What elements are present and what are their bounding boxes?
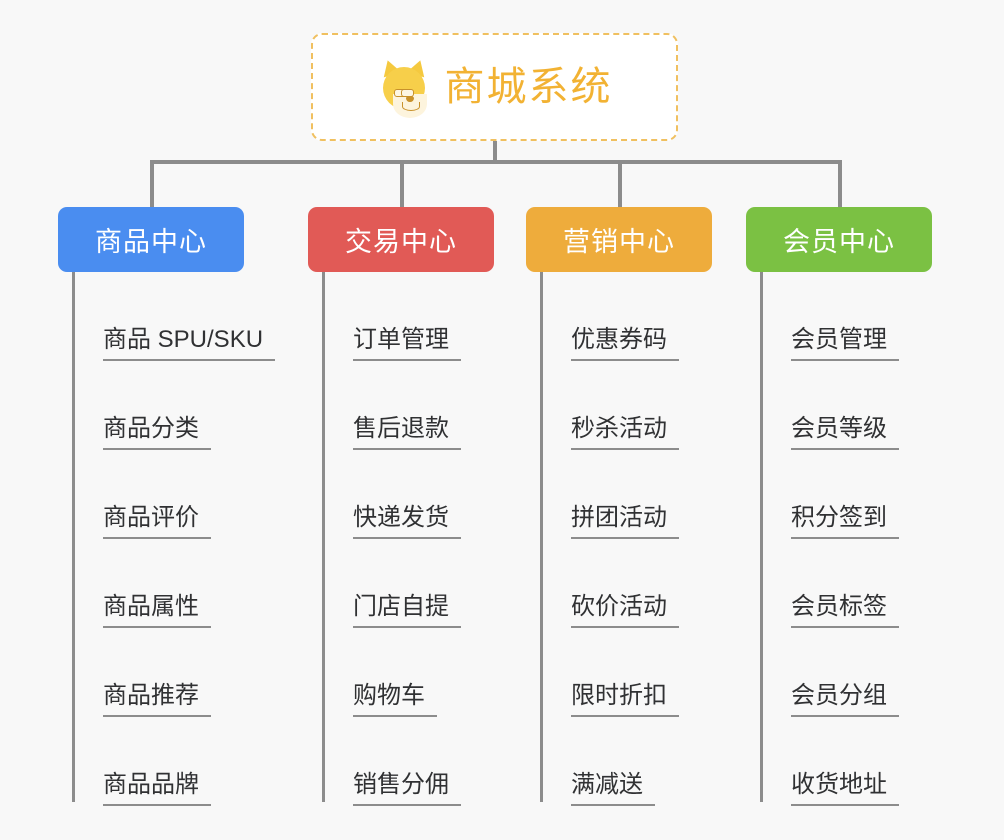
list-item[interactable]: 商品评价 bbox=[58, 450, 244, 539]
leaf-list-trade: 订单管理 售后退款 快递发货 门店自提 购物车 销售分佣 bbox=[308, 272, 494, 806]
branch-header-label: 营销中心 bbox=[563, 227, 675, 257]
list-item[interactable]: 商品 SPU/SKU bbox=[58, 272, 276, 361]
list-item[interactable]: 会员等级 bbox=[746, 361, 932, 450]
leaf-label: 优惠券码 bbox=[571, 326, 679, 361]
shiba-dog-icon bbox=[377, 57, 431, 118]
list-item[interactable]: 拼团活动 bbox=[526, 450, 712, 539]
branch-trunk bbox=[760, 272, 763, 802]
connector-horizontal-bus bbox=[150, 160, 842, 164]
leaf-label: 商品 SPU/SKU bbox=[103, 326, 276, 361]
branch-trunk bbox=[322, 272, 325, 802]
list-item[interactable]: 快递发货 bbox=[308, 450, 494, 539]
leaf-list-member: 会员管理 会员等级 积分签到 会员标签 会员分组 收货地址 bbox=[746, 272, 932, 806]
leaf-list-product: 商品 SPU/SKU 商品分类 商品评价 商品属性 商品推荐 商品品牌 bbox=[58, 272, 276, 806]
leaf-label: 秒杀活动 bbox=[571, 415, 679, 450]
leaf-label: 满减送 bbox=[571, 771, 655, 806]
list-item[interactable]: 销售分佣 bbox=[308, 717, 494, 806]
list-item[interactable]: 收货地址 bbox=[746, 717, 932, 806]
connector-drop-4 bbox=[838, 160, 842, 208]
leaf-label: 购物车 bbox=[353, 682, 437, 717]
leaf-label: 会员等级 bbox=[791, 415, 899, 450]
branch-trunk bbox=[72, 272, 75, 802]
leaf-label: 商品属性 bbox=[103, 593, 211, 628]
root-node[interactable]: 商城系统 bbox=[311, 33, 678, 141]
connector-root-stub bbox=[493, 141, 497, 164]
leaf-label: 商品分类 bbox=[103, 415, 211, 450]
list-item[interactable]: 商品品牌 bbox=[58, 717, 244, 806]
list-item[interactable]: 砍价活动 bbox=[526, 539, 712, 628]
branch-column-product: 商品中心 商品 SPU/SKU 商品分类 商品评价 商品属性 商品推荐 商品品牌 bbox=[58, 207, 276, 806]
leaf-label: 收货地址 bbox=[791, 771, 899, 806]
list-item[interactable]: 售后退款 bbox=[308, 361, 494, 450]
branch-column-marketing: 营销中心 优惠券码 秒杀活动 拼团活动 砍价活动 限时折扣 满减送 bbox=[526, 207, 712, 806]
leaf-label: 会员管理 bbox=[791, 326, 899, 361]
leaf-label: 拼团活动 bbox=[571, 504, 679, 539]
branch-header-marketing[interactable]: 营销中心 bbox=[526, 207, 712, 272]
connector-drop-3 bbox=[618, 160, 622, 208]
list-item[interactable]: 限时折扣 bbox=[526, 628, 712, 717]
list-item[interactable]: 秒杀活动 bbox=[526, 361, 712, 450]
leaf-label: 商品品牌 bbox=[103, 771, 211, 806]
leaf-label: 限时折扣 bbox=[571, 682, 679, 717]
root-title: 商城系统 bbox=[444, 65, 613, 109]
leaf-label: 订单管理 bbox=[353, 326, 461, 361]
list-item[interactable]: 会员标签 bbox=[746, 539, 932, 628]
leaf-label: 商品评价 bbox=[103, 504, 211, 539]
list-item[interactable]: 门店自提 bbox=[308, 539, 494, 628]
list-item[interactable]: 会员分组 bbox=[746, 628, 932, 717]
list-item[interactable]: 满减送 bbox=[526, 717, 712, 806]
branch-header-member[interactable]: 会员中心 bbox=[746, 207, 932, 272]
list-item[interactable]: 购物车 bbox=[308, 628, 494, 717]
connector-drop-2 bbox=[400, 160, 404, 208]
branch-column-member: 会员中心 会员管理 会员等级 积分签到 会员标签 会员分组 收货地址 bbox=[746, 207, 932, 806]
branch-column-trade: 交易中心 订单管理 售后退款 快递发货 门店自提 购物车 销售分佣 bbox=[308, 207, 494, 806]
list-item[interactable]: 优惠券码 bbox=[526, 272, 712, 361]
list-item[interactable]: 积分签到 bbox=[746, 450, 932, 539]
branch-header-trade[interactable]: 交易中心 bbox=[308, 207, 494, 272]
branch-header-label: 商品中心 bbox=[95, 227, 207, 257]
list-item[interactable]: 商品分类 bbox=[58, 361, 244, 450]
branch-trunk bbox=[540, 272, 543, 802]
leaf-label: 砍价活动 bbox=[571, 593, 679, 628]
leaf-label: 积分签到 bbox=[791, 504, 899, 539]
leaf-label: 会员分组 bbox=[791, 682, 899, 717]
leaf-label: 会员标签 bbox=[791, 593, 899, 628]
list-item[interactable]: 订单管理 bbox=[308, 272, 494, 361]
leaf-label: 门店自提 bbox=[353, 593, 461, 628]
leaf-label: 售后退款 bbox=[353, 415, 461, 450]
leaf-label: 销售分佣 bbox=[353, 771, 461, 806]
leaf-label: 商品推荐 bbox=[103, 682, 211, 717]
leaf-label: 快递发货 bbox=[353, 504, 461, 539]
connector-drop-1 bbox=[150, 160, 154, 208]
branch-header-label: 交易中心 bbox=[345, 227, 457, 257]
branch-header-product[interactable]: 商品中心 bbox=[58, 207, 244, 272]
list-item[interactable]: 商品属性 bbox=[58, 539, 244, 628]
leaf-list-marketing: 优惠券码 秒杀活动 拼团活动 砍价活动 限时折扣 满减送 bbox=[526, 272, 712, 806]
list-item[interactable]: 商品推荐 bbox=[58, 628, 244, 717]
branch-header-label: 会员中心 bbox=[783, 227, 895, 257]
list-item[interactable]: 会员管理 bbox=[746, 272, 932, 361]
